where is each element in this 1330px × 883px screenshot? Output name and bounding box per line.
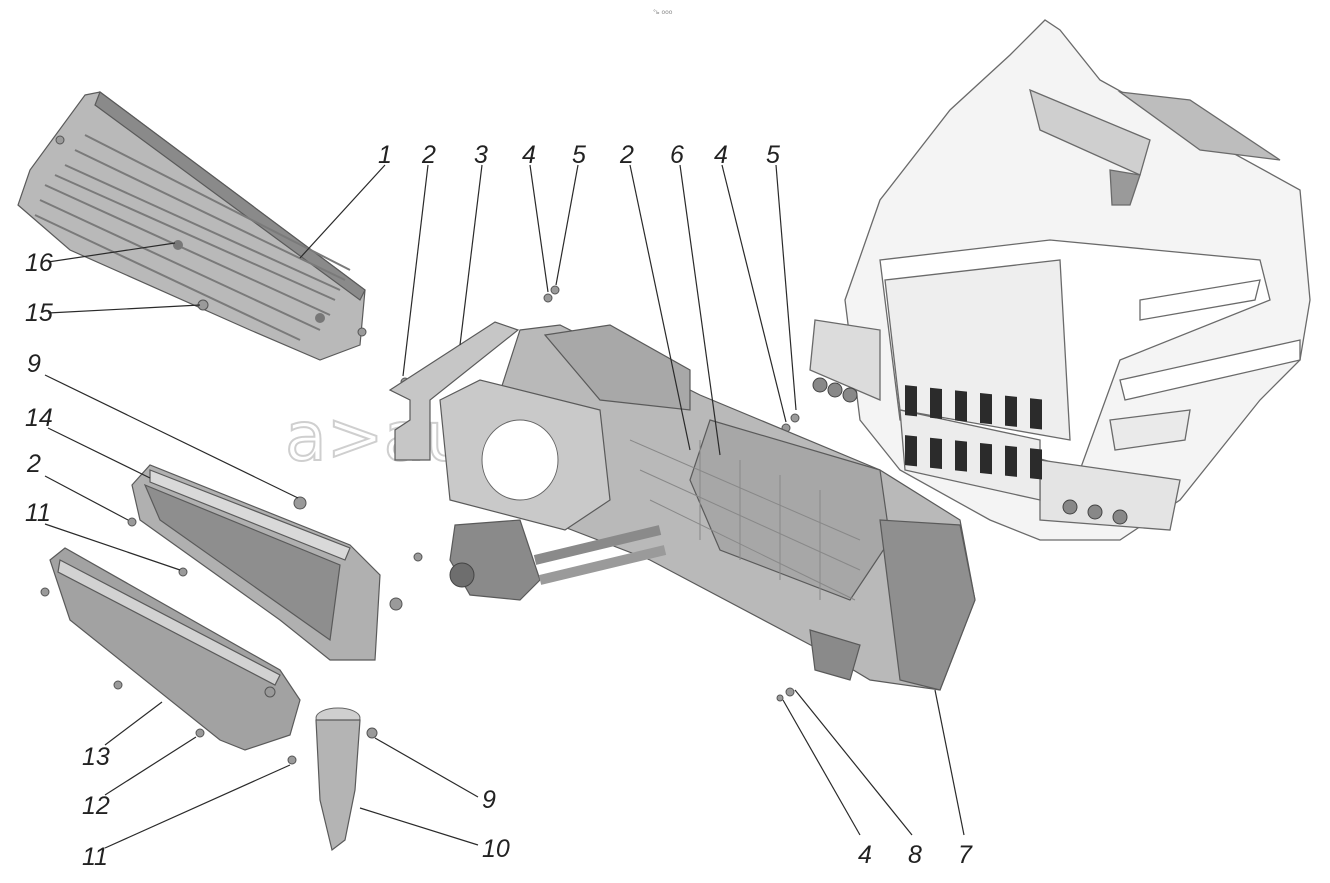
truck-front — [809, 19, 1311, 541]
callout-14: 14 — [25, 404, 53, 432]
callout-13: 13 — [82, 743, 110, 771]
callout-9-bottom: 9 — [482, 786, 496, 814]
callout-3: 3 — [474, 141, 488, 169]
callout-1: 1 — [378, 141, 392, 169]
callout-4-top: 4 — [522, 141, 536, 169]
part-14-housing — [131, 464, 381, 661]
truck-fog-lights — [812, 377, 1128, 525]
callout-10: 10 — [482, 835, 510, 863]
callout-11-bottom: 11 — [82, 843, 108, 871]
callouts: 1 2 3 4 5 2 6 4 5 16 15 9 14 2 11 13 12 … — [25, 141, 973, 871]
hvac-unit — [413, 324, 976, 691]
part-1-cowl-panel — [17, 91, 366, 361]
callout-2-mid: 2 — [619, 141, 634, 169]
callout-2-left: 2 — [26, 450, 41, 478]
leader-lines — [44, 164, 965, 849]
callout-4-mid: 4 — [714, 141, 728, 169]
part-10-duct — [315, 707, 361, 852]
callout-2-top: 2 — [421, 141, 436, 169]
callout-6: 6 — [670, 141, 684, 169]
callout-11-left: 11 — [25, 499, 51, 527]
callout-16: 16 — [25, 249, 53, 277]
callout-12: 12 — [82, 792, 110, 820]
part-3-bracket — [388, 321, 520, 461]
part-13-cover — [49, 547, 301, 751]
callout-4-bottom: 4 — [858, 841, 872, 869]
header-code: °ь ооо — [653, 9, 673, 16]
callout-9-left: 9 — [27, 350, 41, 378]
callout-5-mid: 5 — [766, 141, 780, 169]
fasteners-left — [40, 496, 795, 765]
callout-7: 7 — [958, 841, 973, 869]
callout-15: 15 — [25, 299, 53, 327]
callout-8: 8 — [908, 841, 922, 869]
callout-5-top: 5 — [572, 141, 586, 169]
truck-grille — [905, 385, 1042, 480]
